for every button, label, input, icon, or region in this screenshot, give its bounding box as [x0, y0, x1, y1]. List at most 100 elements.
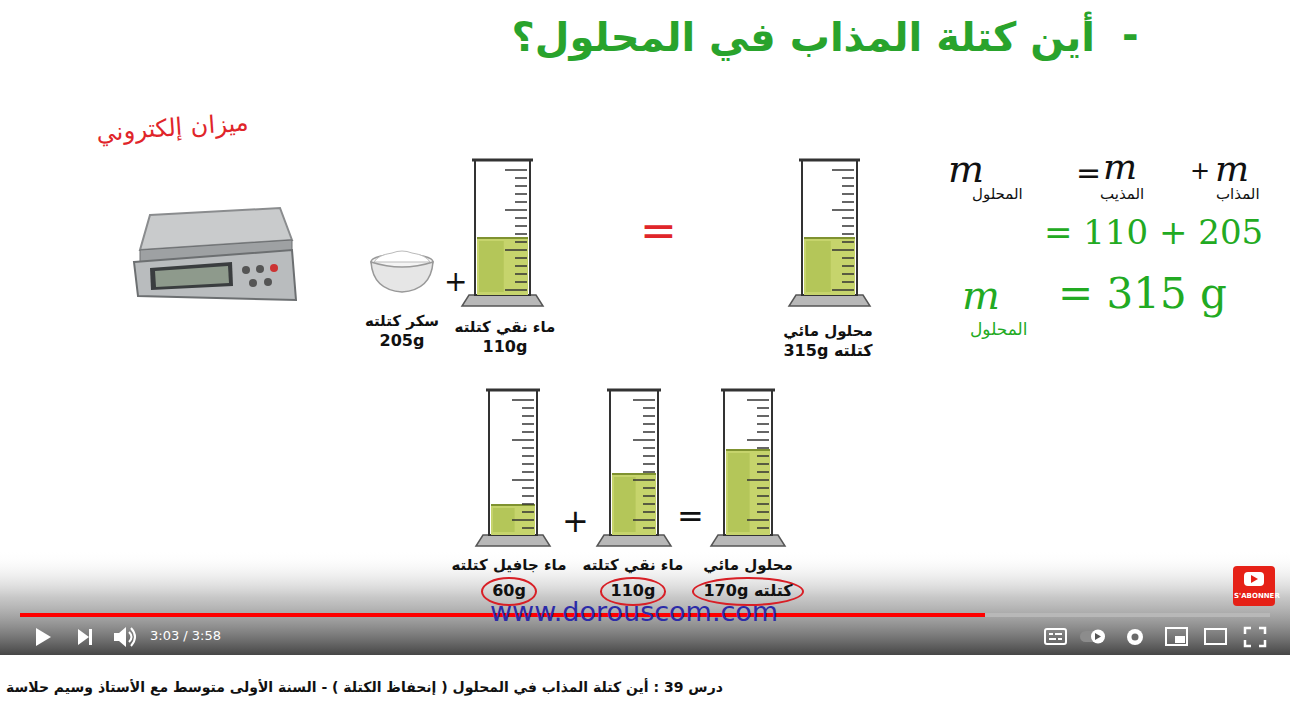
graduated-cylinder-part: [515, 281, 527, 283]
graduated-cylinder-part: [522, 495, 534, 497]
graduated-cylinder-part: [643, 415, 655, 417]
graduated-cylinder-part: [804, 238, 855, 295]
graduated-cylinder-part: [832, 169, 854, 171]
scale-picture: [134, 208, 296, 300]
graduated-cylinder-part: [522, 407, 534, 409]
graduated-cylinder-part: [757, 423, 769, 425]
graduated-cylinder-part: [505, 289, 527, 291]
graduated-cylinder-part: [522, 415, 534, 417]
player-controls-part: [1055, 633, 1062, 635]
dash: -: [1122, 12, 1139, 58]
time-display: 3:03 / 3:58: [150, 629, 221, 644]
graduated-cylinder-part: [711, 535, 785, 546]
plus-sign: +: [562, 503, 589, 540]
graduated-cylinder-part: [802, 160, 857, 295]
graduated-cylinder-part: [757, 487, 769, 489]
graduated-cylinder-part: [491, 504, 535, 506]
scale-picture-part: [270, 264, 278, 272]
graduated-cylinder-part: [512, 519, 534, 521]
graduated-cylinder-part: [804, 237, 855, 239]
graduated-cylinder-part: [515, 185, 527, 187]
graduated-cylinder-part: [757, 415, 769, 417]
player-controls-part: [36, 628, 51, 646]
graduated-cylinder-part: [643, 503, 655, 505]
scale-picture-part: [150, 262, 233, 290]
graduated-cylinder-part: [842, 281, 854, 283]
player-controls-part: [114, 627, 126, 647]
graduated-cylinder-part: [515, 273, 527, 275]
graduated-cylinder-part: [757, 455, 769, 457]
graduated-cylinder-part: [747, 519, 769, 521]
graduated-cylinder-part: [643, 407, 655, 409]
graduated-cylinder-part: [614, 477, 636, 532]
item-name: محلول مائي: [783, 322, 873, 342]
graduated-cylinder-part: [757, 447, 769, 449]
graduated-cylinder-part: [522, 503, 534, 505]
graduated-cylinder: [711, 390, 785, 546]
caption-group: ماء نقي كتلته110g: [578, 380, 688, 606]
item-name: سكر كتلته: [365, 312, 439, 332]
graduated-cylinder-part: [842, 185, 854, 187]
graduated-cylinder-part: [505, 249, 527, 251]
graduated-cylinder-part: [747, 439, 769, 441]
watermark: www.dorouscom.com: [490, 596, 778, 627]
sugar-bowl-part: [371, 262, 433, 292]
page-ground: [0, 655, 1290, 702]
graduated-cylinder-part: [522, 455, 534, 457]
caption-group: ماء نقي كتلته110g: [450, 150, 560, 358]
graduated-cylinder-part: [633, 519, 655, 521]
graduated-cylinder-part: [842, 177, 854, 179]
scale-picture-part: [242, 266, 250, 274]
graduated-cylinder-part: [633, 399, 655, 401]
graduated-cylinder-part: [799, 159, 860, 162]
subscript: المذيب: [1100, 186, 1144, 203]
graduated-cylinder-part: [842, 257, 854, 259]
graduated-cylinder-part: [610, 390, 658, 535]
player-controls-part: [1045, 629, 1066, 644]
graduated-cylinder-part: [728, 453, 750, 532]
equals-sign: =: [677, 498, 704, 535]
calculation: = 110 + 205: [1044, 213, 1263, 252]
player-controls-part: [1175, 636, 1185, 643]
mass-value: 205g: [380, 331, 425, 352]
graduated-cylinder-part: [757, 495, 769, 497]
graduated-cylinder-part: [806, 241, 831, 292]
graduated-cylinder-part: [747, 479, 769, 481]
graduated-cylinder-part: [643, 495, 655, 497]
equals-sign: =: [640, 206, 677, 257]
graduated-cylinder: [476, 390, 550, 546]
graduated-cylinder-part: [643, 431, 655, 433]
scale-picture-part: [264, 278, 272, 286]
graduated-cylinder-part: [472, 159, 533, 162]
player-controls-part: [1166, 628, 1187, 645]
graduated-cylinder-part: [522, 463, 534, 465]
item-name: ماء جافيل كتلته: [452, 556, 567, 576]
subscribe-text: S'ABONNER: [1234, 592, 1280, 600]
item-name: ماء نقي كتلته: [455, 318, 556, 338]
graduated-cylinder-part: [477, 238, 528, 295]
graduated-cylinder-part: [832, 249, 854, 251]
graduated-cylinder-part: [757, 527, 769, 529]
graduated-cylinder-part: [643, 527, 655, 529]
graduated-cylinder-part: [522, 447, 534, 449]
player-controls-part: [78, 629, 89, 645]
player-controls-part: [129, 632, 132, 642]
graduated-cylinder-part: [643, 447, 655, 449]
graduated-cylinder-part: [842, 233, 854, 235]
graduated-cylinder-part: [757, 503, 769, 505]
scale-picture-part: [256, 265, 264, 273]
graduated-cylinder-part: [842, 201, 854, 203]
subscript: المحلول: [972, 186, 1023, 203]
graduated-cylinder-part: [726, 449, 770, 451]
graduated-cylinder-part: [515, 233, 527, 235]
graduated-cylinder-part: [462, 295, 543, 306]
graduated-cylinder-part: [515, 177, 527, 179]
graduated-cylinder-part: [842, 193, 854, 195]
graduated-cylinder-part: [832, 289, 854, 291]
sugar-bowl-part: [374, 251, 430, 262]
graduated-cylinder-part: [515, 217, 527, 219]
graduated-cylinder: [789, 160, 870, 306]
graduated-cylinder-part: [477, 237, 528, 239]
video-title: درس 39 : أين كتلة المذاب في المحلول ( إن…: [6, 679, 723, 695]
mass-symbol: m: [1215, 148, 1249, 189]
